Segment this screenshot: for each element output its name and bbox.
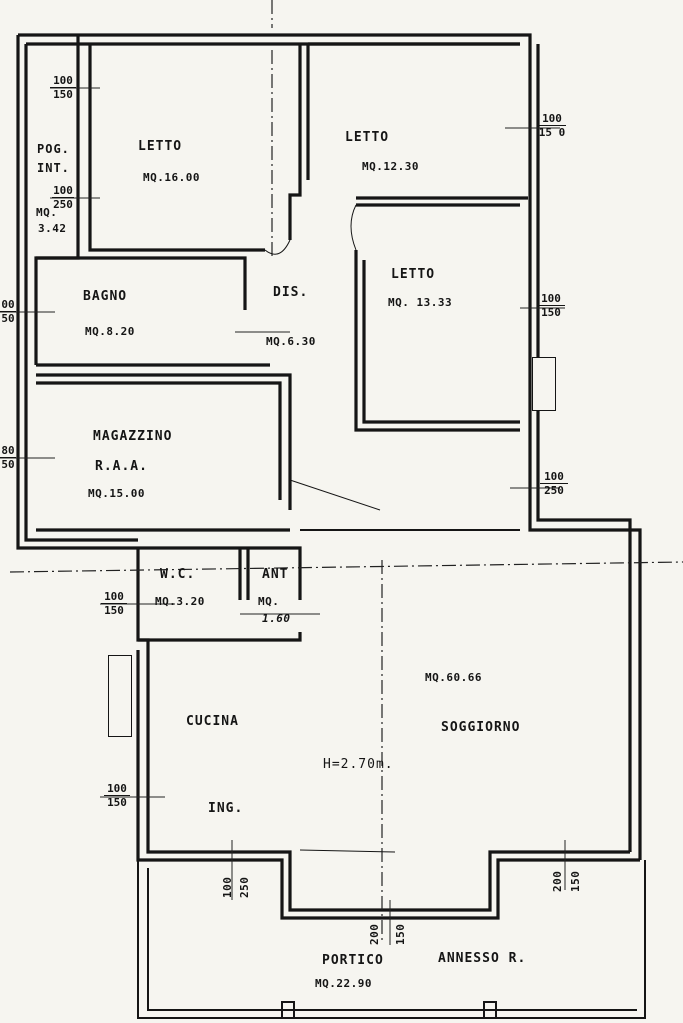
room-name-letto-3: LETTO <box>391 267 436 282</box>
axis-lines <box>9 0 683 940</box>
room-name-dis: DIS. <box>273 285 309 300</box>
door-swings <box>264 204 396 853</box>
room-area-wc: MQ.3.20 <box>155 595 205 608</box>
room-name-ing: ING. <box>208 801 244 816</box>
window-dim-soggiorno-bottom: 150 <box>569 870 582 892</box>
room-area-soggiorno: MQ.60.66 <box>425 671 482 684</box>
window-icon <box>532 357 556 411</box>
room-name-soggiorno: SOGGIORNO <box>441 720 521 735</box>
room-name-letto-2: LETTO <box>345 130 390 145</box>
room-area-poggiolo-a: MQ. <box>36 206 58 219</box>
room-area-ant-a: MQ. <box>258 595 280 608</box>
interior-walls <box>34 35 528 642</box>
room-name-letto-1: LETTO <box>138 139 183 154</box>
room-area-letto-2: MQ.12.30 <box>362 160 419 173</box>
room-area-ant-b: 1.60 <box>262 612 291 625</box>
room-area-letto-1: MQ.16.00 <box>143 171 200 184</box>
exterior-walls <box>16 33 646 1019</box>
room-name-cucina: CUCINA <box>186 714 239 729</box>
room-area-dis: MQ.6.30 <box>266 335 316 348</box>
window-dim-cucina-bottom-top: 100 <box>221 876 234 898</box>
window-dim-cucina-bottom-bottom: 250 <box>238 876 251 898</box>
room-area-magazzino: MQ.15.00 <box>88 487 145 500</box>
room-area-bagno: MQ.8.20 <box>85 325 135 338</box>
room-name-wc: W.C. <box>160 567 196 582</box>
portico-posts <box>281 1001 497 1019</box>
window-icon <box>108 655 132 737</box>
room-name-bagno: BAGNO <box>83 289 128 304</box>
room-subname-magazzino: R.A.A. <box>95 459 148 474</box>
room-area-portico: MQ.22.90 <box>315 977 372 990</box>
height-note: H=2.70m. <box>323 757 394 772</box>
room-name-magazzino: MAGAZZINO <box>93 429 173 444</box>
dimension-lines <box>0 87 566 945</box>
room-area-poggiolo-b: 3.42 <box>38 222 67 235</box>
room-name-portico: PORTICO <box>322 953 384 968</box>
room-extra-portico: ANNESSO R. <box>438 951 527 966</box>
room-area-letto-3: MQ. 13.33 <box>388 296 453 309</box>
window-dim-soggiorno-top: 200 <box>551 870 564 892</box>
room-name-poggiolo-b: INT. <box>37 161 70 175</box>
room-name-ant: ANT <box>262 567 289 582</box>
room-name-poggiolo-a: POG. <box>37 142 70 156</box>
window-dim-portico-bottom: 150 <box>394 923 407 945</box>
window-dim-portico-top: 200 <box>368 923 381 945</box>
